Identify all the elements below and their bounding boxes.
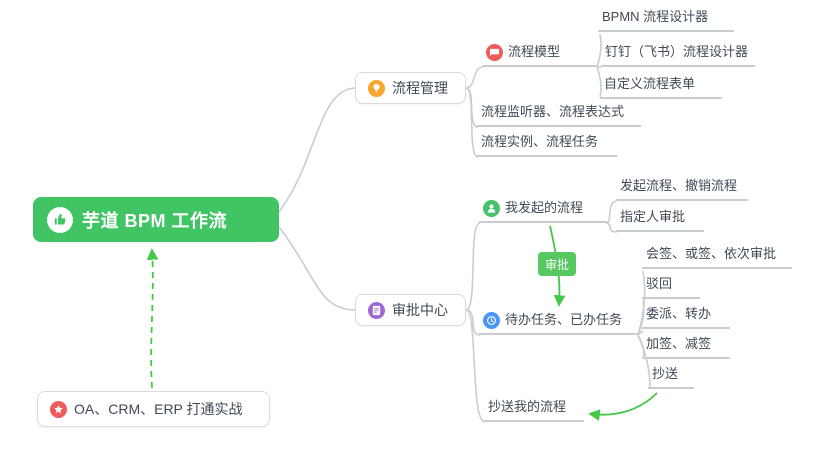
node-copy-cc[interactable]: 抄送 bbox=[648, 364, 694, 389]
node-todo-done-tasks-label: 待办任务、已办任务 bbox=[505, 312, 623, 327]
lightbulb-icon bbox=[368, 79, 385, 97]
node-cc-my-flows[interactable]: 抄送我的流程 bbox=[484, 397, 584, 422]
node-delegate-transfer-label: 委派、转办 bbox=[646, 306, 712, 321]
node-reject[interactable]: 驳回 bbox=[642, 274, 700, 299]
node-process-model-label: 流程模型 bbox=[508, 44, 561, 59]
node-dingtalk-designer[interactable]: 钉钉（飞书）流程设计器 bbox=[601, 42, 755, 67]
node-todo-done-tasks[interactable]: 待办任务、已办任务 bbox=[479, 310, 639, 335]
thumbs-up-icon bbox=[47, 206, 73, 233]
node-add-remove-sign-label: 加签、减签 bbox=[646, 336, 712, 351]
root-label: 芋道 BPM 工作流 bbox=[82, 210, 228, 231]
practice-label: OA、CRM、ERP 打通实战 bbox=[74, 401, 243, 417]
star-icon bbox=[50, 400, 67, 418]
node-countersign-label: 会签、或签、依次审批 bbox=[646, 246, 777, 261]
node-custom-form[interactable]: 自定义流程表单 bbox=[600, 74, 722, 99]
node-my-initiated-flows[interactable]: 我发起的流程 bbox=[479, 198, 607, 223]
chat-bubble-icon bbox=[486, 44, 503, 61]
node-instance-task[interactable]: 流程实例、流程任务 bbox=[477, 132, 617, 157]
branch-approval-center-label: 审批中心 bbox=[392, 302, 448, 318]
node-instance-task-label: 流程实例、流程任务 bbox=[481, 134, 599, 149]
node-bpmn-designer-label: BPMN 流程设计器 bbox=[602, 9, 709, 24]
node-my-initiated-flows-label: 我发起的流程 bbox=[505, 200, 584, 215]
node-process-model[interactable]: 流程模型 bbox=[482, 42, 598, 67]
node-initiate-cancel[interactable]: 发起流程、撤销流程 bbox=[616, 176, 748, 201]
node-countersign[interactable]: 会签、或签、依次审批 bbox=[642, 244, 792, 269]
person-icon bbox=[483, 200, 500, 217]
node-listener-expression-label: 流程监听器、流程表达式 bbox=[481, 104, 625, 119]
node-custom-form-label: 自定义流程表单 bbox=[604, 76, 696, 91]
arrow-copy-to-ccflows[interactable] bbox=[588, 392, 658, 421]
link-root-to-process-mgmt bbox=[278, 87, 357, 213]
link-root-to-approval bbox=[278, 226, 357, 311]
document-icon bbox=[368, 301, 385, 319]
node-assignee-approve[interactable]: 指定人审批 bbox=[616, 207, 704, 232]
dashed-arrow-practice-to-root[interactable] bbox=[146, 248, 159, 389]
node-initiate-cancel-label: 发起流程、撤销流程 bbox=[620, 178, 738, 193]
link-approval-to-tasks bbox=[465, 309, 481, 336]
branch-process-mgmt[interactable]: 流程管理 bbox=[355, 72, 466, 104]
branch-process-mgmt-label: 流程管理 bbox=[392, 80, 448, 96]
node-reject-label: 驳回 bbox=[646, 276, 673, 291]
link-pm-to-model bbox=[465, 66, 484, 89]
root-node[interactable]: 芋道 BPM 工作流 bbox=[33, 197, 279, 242]
node-listener-expression[interactable]: 流程监听器、流程表达式 bbox=[477, 102, 641, 127]
approve-badge[interactable]: 审批 bbox=[538, 252, 576, 276]
node-cc-my-flows-label: 抄送我的流程 bbox=[488, 399, 567, 414]
branch-approval-center[interactable]: 审批中心 bbox=[355, 294, 466, 326]
node-delegate-transfer[interactable]: 委派、转办 bbox=[642, 304, 730, 329]
node-copy-cc-label: 抄送 bbox=[652, 366, 679, 381]
clock-icon bbox=[483, 312, 500, 329]
practice-node[interactable]: OA、CRM、ERP 打通实战 bbox=[37, 391, 270, 427]
node-assignee-approve-label: 指定人审批 bbox=[620, 209, 686, 224]
node-add-remove-sign[interactable]: 加签、减签 bbox=[642, 334, 730, 359]
link-approval-to-myflows bbox=[465, 222, 481, 311]
node-dingtalk-designer-label: 钉钉（飞书）流程设计器 bbox=[605, 44, 749, 59]
approve-badge-label: 审批 bbox=[544, 257, 569, 272]
node-bpmn-designer[interactable]: BPMN 流程设计器 bbox=[598, 7, 734, 32]
